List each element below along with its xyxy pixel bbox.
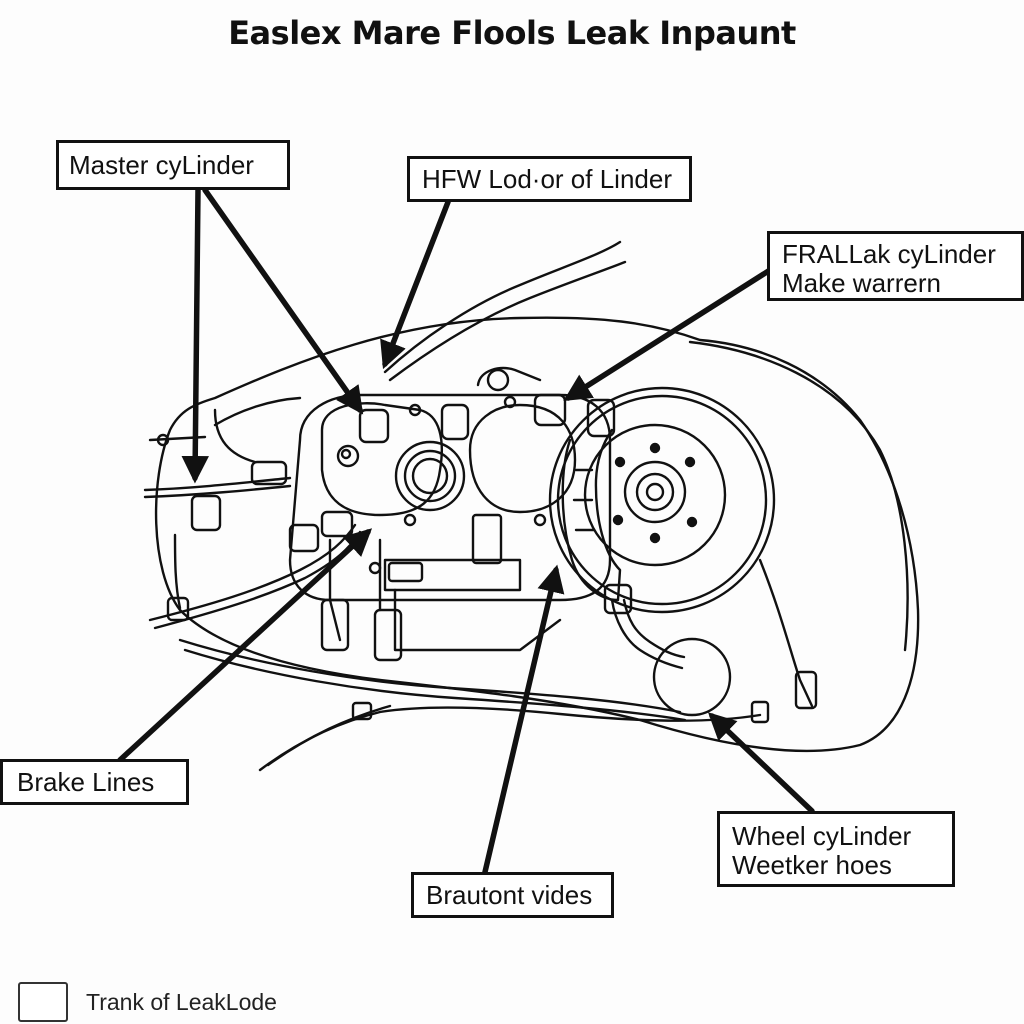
callout-wheel-cylinder: Wheel cyLinder Weetker hoes [717,811,955,887]
leader-brake [117,528,373,763]
caliper [561,428,622,602]
leader-braut [482,564,565,875]
brake-line-lower [178,638,682,714]
callout-line: Brautont vides [426,880,593,910]
callout-brautont-vides: Brautont vides [411,872,614,918]
callout-line: Wheel cyLinder [732,821,912,851]
leader-wheel [708,712,815,814]
chassis-outline [154,316,920,753]
callout-line: Weetker hoes [732,850,892,881]
callout-line: Master cyLinder [69,150,254,180]
callout-line: HFW Lod·or of Linder [422,164,672,194]
booster [468,403,577,514]
leader-hfw [380,199,451,370]
leader-master-b [202,187,364,415]
legend-label: Trank of LeakLode [86,989,277,1015]
diagram-title: Easlex Mare Flools Leak Inpaunt [228,14,796,52]
callout-master-cylinder: Master cyLinder [56,140,290,190]
callout-fralak-cylinder: FRALLak cyLinder Make warrern [767,231,1024,301]
brake-line-left [143,476,292,492]
callout-hfw-linder: HFW Lod·or of Linder [407,156,692,202]
upper-pipe [383,240,622,374]
callout-line: Brake Lines [17,767,155,797]
callout-brake-lines: Brake Lines [0,759,189,805]
wheel-cylinder-bulb [652,637,732,717]
legend-swatch [18,982,68,1022]
brake-disc-rotor [548,386,776,614]
callout-line: FRALLak cyLinder [782,239,996,269]
leader-fralak [563,267,773,401]
leader-master-a [181,187,209,484]
brake-line-right [758,558,814,708]
callout-line: Make warrern [782,268,941,299]
